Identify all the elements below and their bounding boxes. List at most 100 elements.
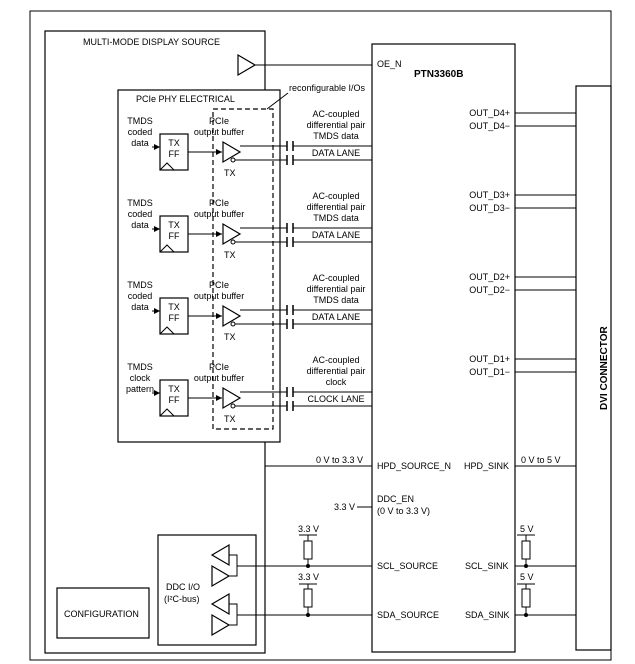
scl-source-pullup-voltage: 3.3 V — [298, 524, 319, 534]
lane-3-source-text: TMDS — [127, 280, 153, 290]
lane-3-ff-clock-mark — [159, 326, 175, 335]
lane-2-source-text: coded — [128, 209, 153, 219]
lane-3-lane-name: DATA LANE — [312, 312, 360, 322]
lane-3-tx-buffer — [222, 304, 242, 328]
hpd-source-range: 0 V to 3.3 V — [316, 455, 363, 465]
ddc-io-label: DDC I/O — [166, 582, 200, 592]
lane-3-buffer-label: PCIe — [209, 280, 229, 290]
lane-4-source-text: TMDS — [127, 362, 153, 372]
lane-1-ac-coupled-text: differential pair — [307, 120, 366, 130]
lane-3-buffer-inversion-bubble — [230, 321, 236, 327]
ddc-scl-tx-buffer — [211, 564, 231, 588]
lane-2-buffer-label: output buffer — [194, 209, 244, 219]
scl-sink-label: SCL_SINK — [465, 561, 509, 571]
lane-1-source-text: data — [131, 138, 149, 148]
lane-3-capacitor-gap — [287, 305, 293, 315]
lane-1-ff-clock-mark — [159, 162, 175, 171]
lane-4-ff-clock-mark — [159, 408, 175, 417]
ddc-en-voltage: 3.3 V — [334, 502, 355, 512]
sda-source-pullup-resistor — [303, 588, 313, 608]
lane-1-source-text: coded — [128, 127, 153, 137]
ddc-io-sub-label: (I²C-bus) — [164, 594, 200, 604]
scl-source-pullup-resistor — [303, 540, 313, 560]
lane-2-ff-clock-mark — [159, 244, 175, 253]
lane-2-lane-name: DATA LANE — [312, 230, 360, 240]
oe-buffer — [237, 53, 257, 77]
ddc-sda-tx-buffer — [211, 613, 231, 637]
pcie-phy-title: PCIe PHY ELECTRICAL — [136, 94, 235, 104]
lane-2-ff-label: FF — [169, 231, 180, 241]
lane-1-capacitor-gap — [287, 155, 293, 165]
lane-2-capacitor-gap — [287, 237, 293, 247]
oe-n-label: OE_N — [377, 59, 402, 69]
lane-2-ac-coupled-text: AC-coupled — [312, 191, 359, 201]
lane-3-source-text: data — [131, 302, 149, 312]
lane-3-ac-coupled-text: TMDS data — [313, 295, 359, 305]
out-d3-positive-pin: OUT_D3+ — [469, 190, 510, 200]
lane-3-source-text: coded — [128, 291, 153, 301]
reconfigurable-io-box — [212, 108, 274, 430]
lane-4-ac-coupled-text: clock — [326, 377, 347, 387]
scl-sink-pullup-voltage: 5 V — [520, 524, 534, 534]
pcie-phy-box — [117, 89, 281, 443]
hpd-sink-label: HPD_SINK — [464, 461, 509, 471]
out-d2-positive-pin: OUT_D2+ — [469, 272, 510, 282]
out-d2-negative-pin: OUT_D2− — [469, 285, 510, 295]
out-d1-positive-pin: OUT_D1+ — [469, 354, 510, 364]
dvi-connector-label: DVI CONNECTOR — [599, 326, 610, 410]
lane-2-tx-label: TX — [224, 250, 236, 260]
sda-sink-pullup-voltage: 5 V — [520, 572, 534, 582]
lane-1-ff-label: FF — [169, 149, 180, 159]
sda-source-label: SDA_SOURCE — [377, 610, 439, 620]
dvi-connector — [575, 85, 612, 651]
lane-3-tx-label: TX — [224, 332, 236, 342]
lane-2-tx-buffer — [222, 222, 242, 246]
lane-4-tx-label: TX — [224, 414, 236, 424]
lane-4-ac-coupled-text: AC-coupled — [312, 355, 359, 365]
lane-4-capacitor-gap — [287, 401, 293, 411]
reconfig-leader — [266, 92, 289, 110]
lane-2-source-text: data — [131, 220, 149, 230]
lane-1-buffer-inversion-bubble — [230, 157, 236, 163]
configuration-box — [56, 587, 150, 639]
hpd-sink-range: 0 V to 5 V — [521, 455, 561, 465]
lane-2-source-text: TMDS — [127, 198, 153, 208]
lane-4-buffer-inversion-bubble — [230, 403, 236, 409]
scl-source-label: SCL_SOURCE — [377, 561, 438, 571]
sda-source-pullup-voltage: 3.3 V — [298, 572, 319, 582]
lane-4-buffer-label: output buffer — [194, 373, 244, 383]
configuration-label: CONFIGURATION — [64, 609, 139, 619]
ddc-sda-bus — [229, 603, 256, 626]
lane-2-ff-label: TX — [168, 220, 180, 230]
lane-4-buffer-label: PCIe — [209, 362, 229, 372]
out-d4-positive-pin: OUT_D4+ — [469, 108, 510, 118]
lane-1-ac-coupled-text: AC-coupled — [312, 109, 359, 119]
lane-2-buffer-label: PCIe — [209, 198, 229, 208]
lane-3-buffer-label: output buffer — [194, 291, 244, 301]
lane-1-tx-label: TX — [224, 168, 236, 178]
lane-1-buffer-label: PCIe — [209, 116, 229, 126]
source-title: MULTI-MODE DISPLAY SOURCE — [83, 37, 220, 47]
lane-3-ff-label: FF — [169, 313, 180, 323]
lane-4-ff-label: FF — [169, 395, 180, 405]
scl-sink-pullup-resistor — [521, 540, 531, 560]
out-d3-negative-pin: OUT_D3− — [469, 203, 510, 213]
lane-1-ac-coupled-text: TMDS data — [313, 131, 359, 141]
lane-1-source-text: TMDS — [127, 116, 153, 126]
chip-outputs-group: OUT_D4+OUT_D4−OUT_D3+OUT_D3−OUT_D2+OUT_D… — [469, 108, 576, 377]
lane-1-ff-label: TX — [168, 138, 180, 148]
ddc-io-box — [157, 534, 257, 646]
lane-4-tx-ff-box — [159, 379, 189, 417]
ddc-scl-bus — [229, 554, 256, 577]
lane-1-capacitor-gap — [287, 141, 293, 151]
lane-4-source-text: clock — [130, 373, 151, 383]
lane-2-capacitor-gap — [287, 223, 293, 233]
lane-4-ac-coupled-text: differential pair — [307, 366, 366, 376]
ddc-en-label: DDC_EN — [377, 494, 414, 504]
lane-3-ff-label: TX — [168, 302, 180, 312]
lane-1-lane-name: DATA LANE — [312, 148, 360, 158]
lane-2-ac-coupled-text: differential pair — [307, 202, 366, 212]
lane-4-capacitor-gap — [287, 387, 293, 397]
